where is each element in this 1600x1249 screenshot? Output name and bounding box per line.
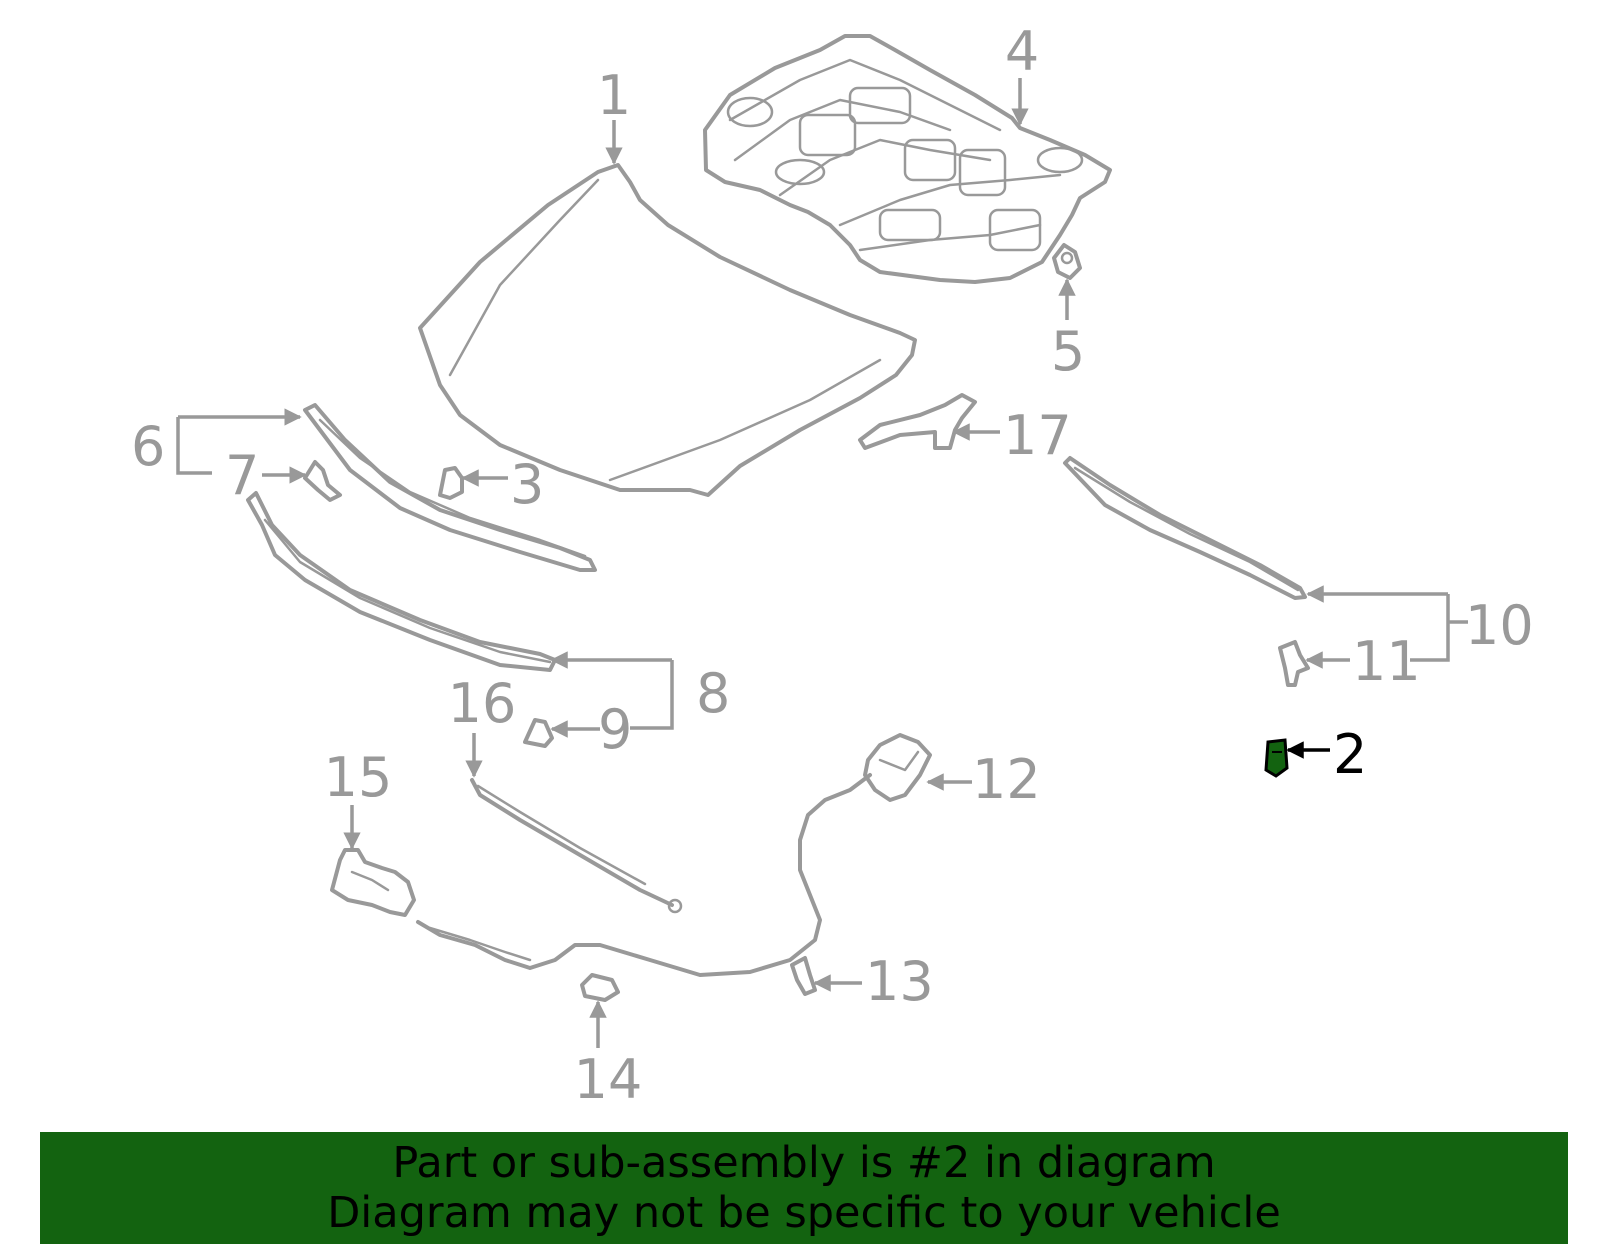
callout-4: 4 xyxy=(1005,20,1039,83)
leader-lines xyxy=(176,78,1468,1048)
part-2-highlighted xyxy=(1264,738,1289,778)
callout-11: 11 xyxy=(1352,630,1421,693)
callout-17: 17 xyxy=(1003,404,1072,467)
callout-8: 8 xyxy=(696,662,730,725)
callout-7: 7 xyxy=(225,444,259,507)
callout-6: 6 xyxy=(131,415,165,478)
callout-1: 1 xyxy=(597,64,631,127)
callout-14: 14 xyxy=(574,1048,643,1111)
part-13-clip xyxy=(790,956,817,996)
part-8-lower-seal xyxy=(246,491,557,672)
callout-10: 10 xyxy=(1465,594,1534,657)
callout-13: 13 xyxy=(865,950,934,1013)
callout-9: 9 xyxy=(598,698,632,761)
callout-labels: 1 4 5 6 7 3 8 9 16 15 12 13 14 17 10 11 … xyxy=(131,20,1534,1111)
part-9-clip xyxy=(523,718,554,748)
part-1-hood xyxy=(418,163,917,497)
part-5-clip xyxy=(1052,243,1082,280)
callout-16: 16 xyxy=(448,672,517,735)
banner-line-1: Part or sub-assembly is #2 in diagram xyxy=(392,1138,1216,1188)
part-17-hinge xyxy=(858,393,977,450)
part-7-bracket xyxy=(303,460,342,502)
callout-12: 12 xyxy=(972,748,1041,811)
callout-3: 3 xyxy=(510,453,544,516)
part-10-rear-seal xyxy=(1063,456,1307,600)
part-16-support-rod xyxy=(470,778,683,914)
part-12-release-handle xyxy=(863,733,932,802)
callout-15: 15 xyxy=(324,746,393,809)
part-3-clip xyxy=(438,466,464,500)
part-4-hood-insulator xyxy=(703,34,1112,284)
callout-5: 5 xyxy=(1051,320,1085,383)
part-6-front-seal xyxy=(303,403,597,572)
info-banner: Part or sub-assembly is #2 in diagram Di… xyxy=(40,1132,1568,1244)
part-11-bracket xyxy=(1278,640,1310,687)
part-15-latch xyxy=(330,848,416,917)
release-cable xyxy=(416,773,872,977)
callout-2: 2 xyxy=(1333,723,1367,786)
part-14-bumper xyxy=(580,973,620,1002)
banner-line-2: Diagram may not be specific to your vehi… xyxy=(327,1188,1281,1238)
